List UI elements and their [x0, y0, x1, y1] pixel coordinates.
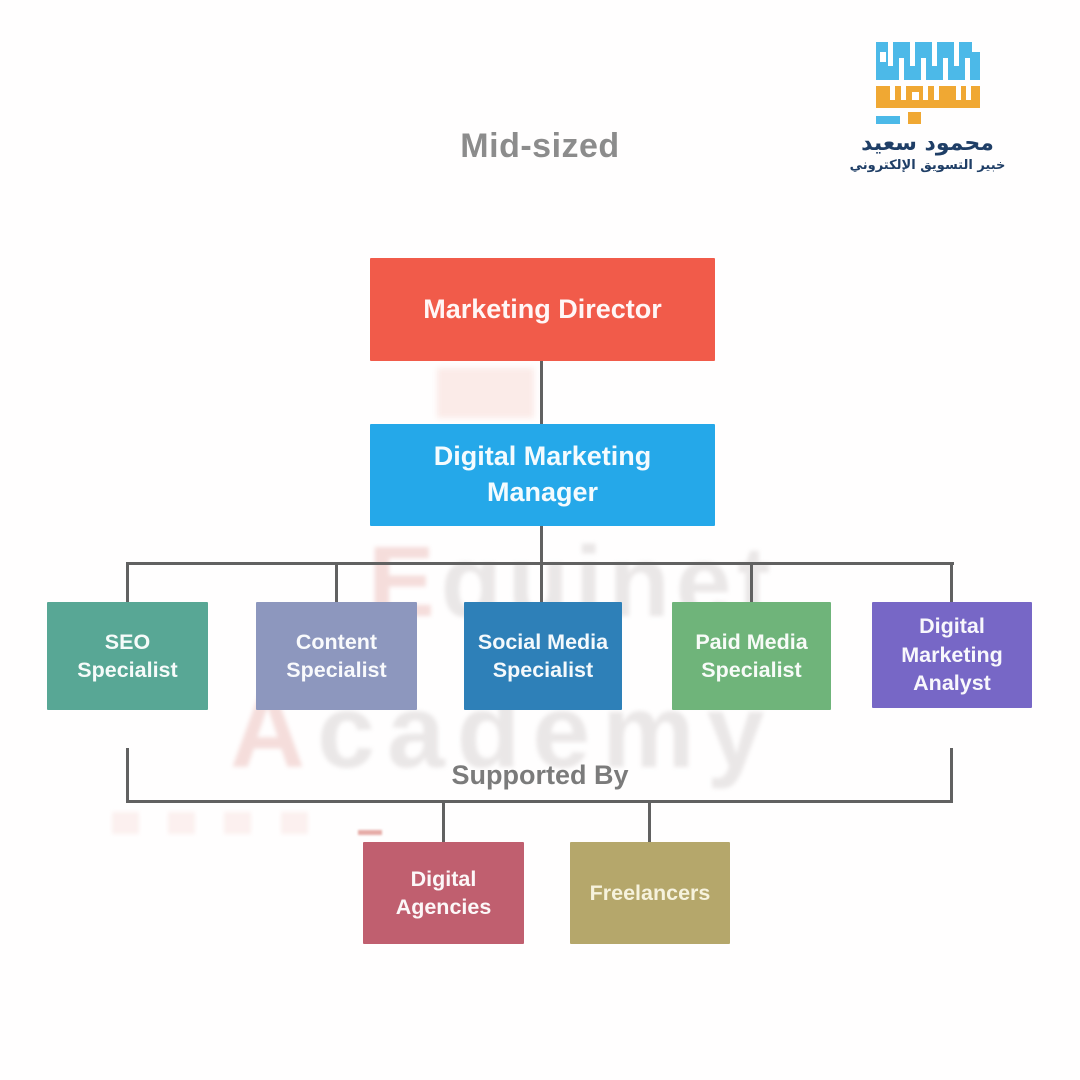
- connector-bracket-right: [950, 748, 953, 803]
- node-label: SEO Specialist: [77, 629, 178, 682]
- watermark-artifact: [281, 812, 308, 834]
- connector-supporters-rail: [126, 800, 953, 803]
- connector-root-manager: [540, 361, 543, 425]
- connector-drop-freelancers: [648, 800, 651, 844]
- node-label: Digital Marketing Analyst: [901, 614, 1003, 696]
- connector-drop-seo: [126, 562, 129, 603]
- brand-logo: محمود سعيد خبير التسويق الإلكتروني: [840, 42, 1015, 173]
- watermark-artifact: [358, 830, 382, 835]
- node-content-specialist: Content Specialist: [256, 602, 417, 710]
- brand-tagline: خبير التسويق الإلكتروني: [849, 158, 1006, 173]
- kufic-logo-icon: [875, 42, 980, 124]
- node-label: Freelancers: [589, 880, 711, 905]
- connector-bracket-left: [126, 748, 129, 803]
- connector-drop-agencies: [442, 800, 445, 844]
- node-freelancers: Freelancers: [570, 842, 730, 944]
- watermark-artifact: [224, 812, 251, 834]
- node-seo-specialist: SEO Specialist: [47, 602, 208, 710]
- node-label: Digital Agencies: [395, 866, 492, 919]
- node-label: Paid Media Specialist: [695, 629, 808, 682]
- connector-drop-content: [335, 562, 338, 603]
- node-digital-marketing-analyst: Digital Marketing Analyst: [872, 602, 1032, 708]
- node-digital-agencies: Digital Agencies: [363, 842, 524, 944]
- watermark-artifact: [112, 812, 139, 834]
- node-paid-media-specialist: Paid Media Specialist: [672, 602, 831, 710]
- node-label: Digital Marketing Manager: [433, 441, 652, 507]
- node-label: Social Media Specialist: [477, 629, 609, 682]
- watermark-artifact: [437, 368, 534, 418]
- brand-name: محمود سعيد: [861, 131, 994, 156]
- supported-by-label: Supported By: [451, 760, 629, 790]
- node-digital-marketing-manager: Digital Marketing Manager: [370, 424, 715, 526]
- connector-specialists-rail: [126, 562, 954, 565]
- connector-drop-paid-media: [750, 562, 753, 603]
- watermark-artifact: [168, 812, 195, 834]
- node-label: Marketing Director: [423, 293, 662, 324]
- connector-drop-analyst: [950, 562, 953, 603]
- node-label: Content Specialist: [286, 629, 387, 682]
- node-marketing-director: Marketing Director: [370, 258, 715, 361]
- page-title: Mid-sized: [460, 127, 620, 165]
- node-social-media-specialist: Social Media Specialist: [464, 602, 622, 710]
